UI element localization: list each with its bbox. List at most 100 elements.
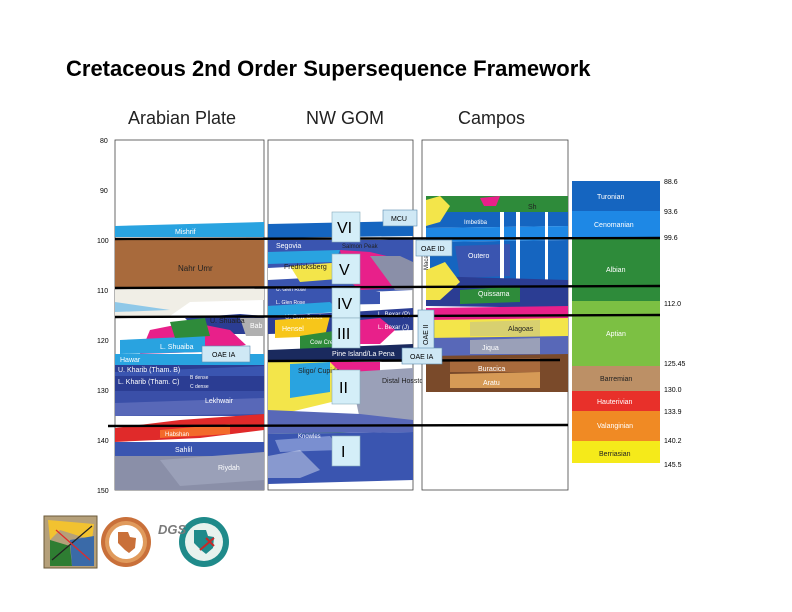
diagram-shape [268,450,320,478]
diagram-shape [480,196,500,206]
depth-tick: 90 [100,188,108,195]
supersequence-label: I [341,444,345,461]
diagram-shape [48,520,94,540]
depth-tick: 100 [97,238,109,245]
unit-label: Knowles [298,434,321,440]
diagram-shape [450,358,540,372]
stage-albian [572,237,660,301]
diagram-shape [120,336,205,354]
logo-group: DGS [43,515,229,569]
diagram-shape [115,302,170,312]
map-logo [43,515,98,569]
unit-label: U. Cow Creek [285,315,323,321]
diagram-shape [118,532,136,553]
stage-valanginian [572,411,660,441]
diagram-shape [55,529,91,561]
unit-label: Habshan [165,432,189,438]
supersequence-label: III [337,326,350,343]
stage-age: 133.9 [664,409,682,416]
unit-label: Outero [468,253,490,260]
unit-label: Distal Hosston [382,378,427,385]
diagram-shape [331,317,361,349]
stage-turonian [572,181,660,211]
diagram-shape [170,318,210,338]
unit-label: Macae [424,251,430,270]
diagram-shape [70,536,94,566]
diagram-shape [290,362,330,398]
unit-label: Alagoas [508,326,534,333]
column-title-arabian: Arabian Plate [128,108,237,128]
unit-label: Imbetiba [464,220,488,226]
unit-label: L. Kharib (Tham. C) [118,379,179,386]
diagram-shape [201,345,251,363]
stage-age: 112.0 [664,301,681,308]
unit-label: Buracica [478,366,505,373]
stage-age: 130.0 [664,387,682,394]
supersequence-label: VI [337,220,352,237]
stage-label: Hauterivian [597,399,633,406]
unit-label: Lekhwair [205,398,234,405]
diagram-shape [516,212,520,282]
unit-label: Bab [250,323,263,330]
stage-label: Barremian [600,376,632,383]
stage-berriasian [572,441,660,463]
diagram-shape [331,253,361,285]
stage-age: 99.6 [664,235,678,242]
supersequence-label: IV [337,296,352,313]
diagram-shape [331,211,361,243]
diagram-shape [426,196,568,212]
depth-tick: 140 [97,438,109,445]
unit-label: Pine Island/La Pena [332,351,395,358]
diagram-shape [460,286,520,304]
stage-age: 140.2 [664,438,682,445]
boundary-line [107,423,569,428]
diagram-shape [268,302,340,316]
boundary-line [114,313,661,319]
diagram-shape [401,347,443,365]
unit-label: L. Bexar (J) [378,325,409,331]
unit-label: Sligo/ Cupido [298,368,340,375]
diagram-shape [115,398,264,416]
unit-label: Quissama [478,291,510,298]
stage-label: Valanginian [597,423,633,430]
stage-cenomanian [572,211,660,237]
diagram-shape: Sh Imbetiba Outero Macae Quissama Alagoa… [424,204,537,387]
diagram-shape [268,250,340,264]
stage-label: Berriasian [599,451,631,458]
diagram-shape [115,354,264,365]
supersequence-label: V [339,262,350,279]
stage-aptian [572,301,660,366]
texas-seal-logo [101,517,151,567]
diagram-shape [115,222,264,237]
unit-label: Segovia [276,243,301,250]
diagram-shape [450,372,540,388]
unit-label: Salmon Peak [342,244,379,250]
diagram-shape [115,442,264,456]
unit-label: L. Glen Rose [276,300,305,306]
stage-hauterivian [572,391,660,411]
stage-age: 93.6 [664,209,678,216]
dgs-logo: DGS [158,517,229,567]
unit-label: Mishrif [175,229,196,236]
diagram-shape: Mishrif Nahr Umr U. Shuaiba Bab L. Shuai… [118,229,263,472]
depth-tick: 110 [97,288,108,295]
diagram-shape [455,244,510,278]
unit-label: Hensel [282,326,304,333]
diagram-shape [426,196,450,226]
unit-label: Sh [528,204,537,211]
diagram-shape [275,316,330,338]
diagram-shape [194,530,214,554]
diagram-shape [268,410,413,434]
stage-age: 88.6 [664,179,678,186]
unit-label: Hawar [120,357,141,364]
diagram-shape [426,306,568,320]
boundary-line [114,284,661,290]
stage-age: 125.45 [664,361,686,368]
unit-label: Riydah [218,465,240,472]
callouts: MCU OAE ID OAE II OAE IA OAE IA [201,209,453,365]
diagram-shape: 80 90 100 110 120 130 140 150 [97,138,109,495]
callout-label: OAE IA [212,352,236,359]
unit-label: Cow Creek [310,340,341,346]
depth-tick: 130 [97,388,109,395]
